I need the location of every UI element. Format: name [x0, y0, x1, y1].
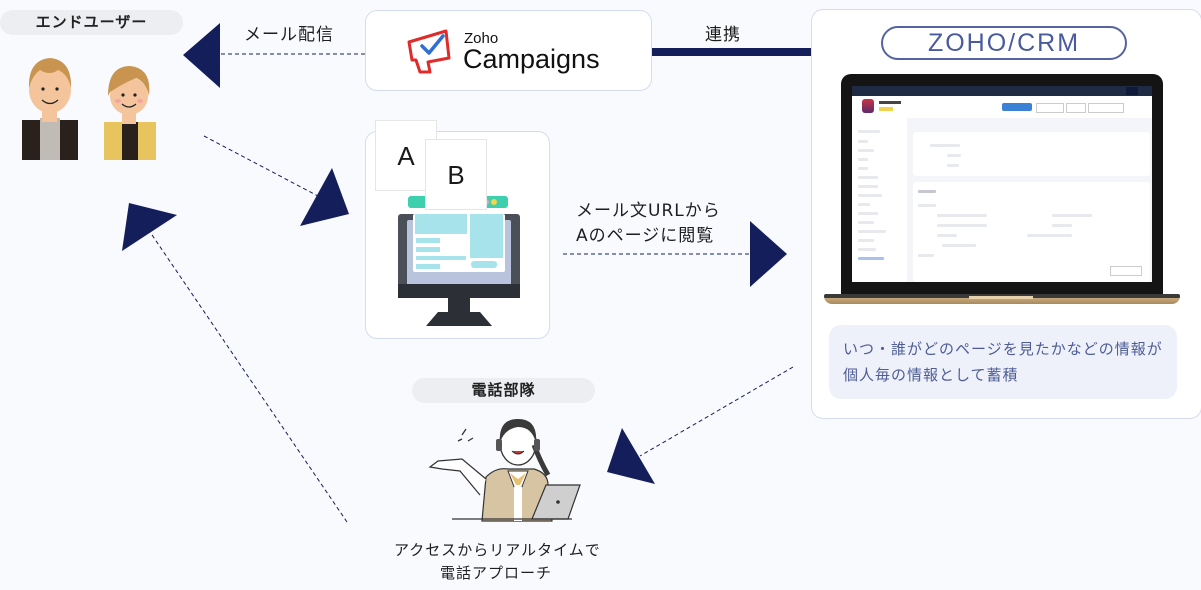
- end-users-illustration: [18, 52, 163, 160]
- crm-info-line1: いつ・誰がどのページを見たかなどの情報が: [843, 340, 1163, 358]
- crm-info-line2: 個人毎の情報として蓄積: [843, 366, 1019, 384]
- campaigns-brand-large: Campaigns: [463, 44, 600, 74]
- crm-title: ZOHO/CRM: [881, 26, 1127, 60]
- arrowhead-up-left-icon: [122, 203, 177, 251]
- page-view-label-line1: メール文URLから: [576, 201, 721, 221]
- laptop-crm-screenshot: [824, 74, 1180, 310]
- phone-team-label: 電話部隊: [412, 378, 595, 403]
- phone-caption-line1: アクセスからリアルタイムで: [394, 541, 601, 559]
- variant-b-page: B: [425, 139, 487, 210]
- page-view-label-line2: Aのページに閲覧: [576, 226, 715, 246]
- phone-operator-illustration: [422, 415, 582, 527]
- arrowhead-down-left-icon: [607, 428, 655, 484]
- crm-screen: [852, 86, 1152, 282]
- integration-label: 連携: [705, 25, 741, 45]
- phone-caption-line2: 電話アプローチ: [440, 564, 553, 582]
- mail-delivery-label: メール配信: [244, 25, 334, 45]
- arrowhead-right-icon: [750, 221, 787, 287]
- monitor-illustration: [398, 196, 520, 328]
- crm-info-box: いつ・誰がどのページを見たかなどの情報が 個人毎の情報として蓄積: [829, 325, 1177, 399]
- end-user-label: エンドユーザー: [0, 10, 183, 35]
- campaigns-brand-small: Zoho: [464, 30, 499, 47]
- arrowhead-left-icon: [183, 23, 220, 88]
- zoho-campaigns-card: Zoho Campaigns: [365, 10, 652, 91]
- arrowhead-down-right-icon: [300, 168, 349, 226]
- campaigns-logo-icon: [406, 28, 454, 74]
